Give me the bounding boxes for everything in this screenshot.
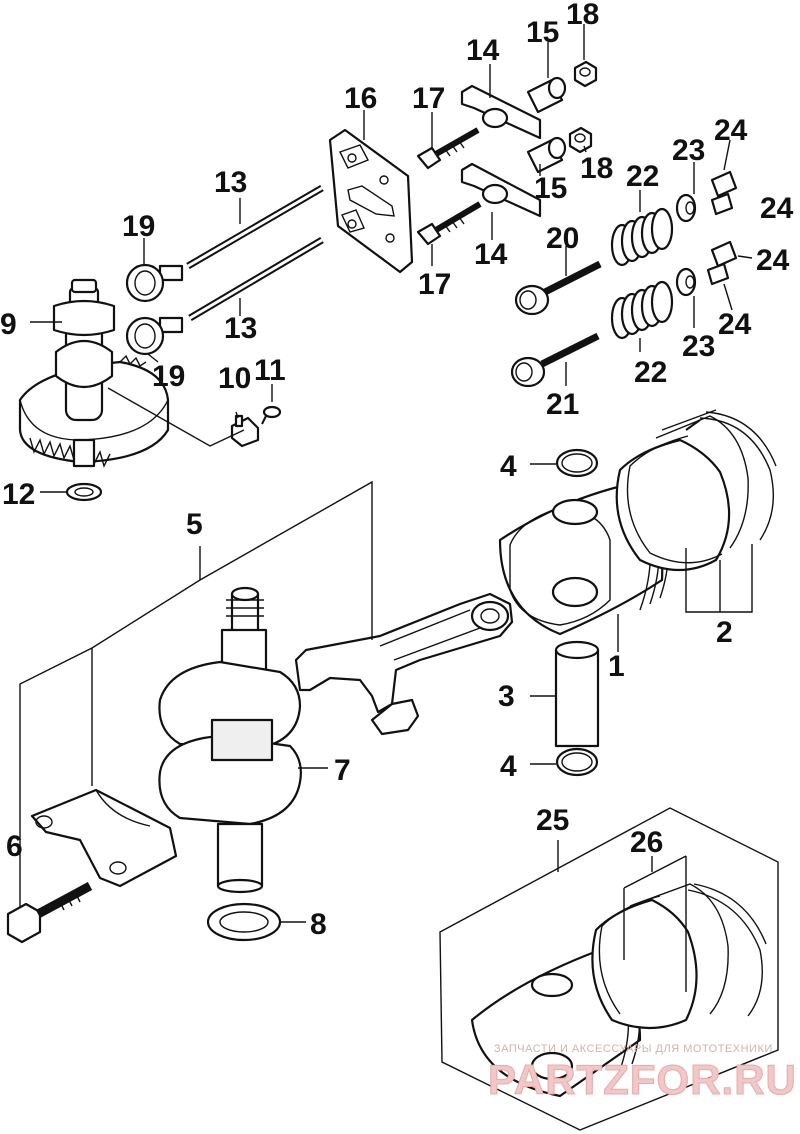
callout-18-lower: 18 bbox=[580, 152, 613, 185]
callout-4-lower: 4 bbox=[500, 750, 517, 783]
callout-20: 20 bbox=[546, 222, 579, 255]
camshaft-assembly bbox=[18, 278, 170, 468]
callout-13-upper: 13 bbox=[214, 166, 247, 199]
callout-12: 12 bbox=[2, 478, 35, 511]
valve-spring-upper bbox=[610, 207, 674, 267]
callout-19-lower: 19 bbox=[152, 360, 185, 393]
connecting-rod bbox=[294, 592, 514, 736]
callout-15-lower: 15 bbox=[534, 172, 567, 205]
callout-15-upper: 15 bbox=[526, 16, 559, 49]
piston-pin bbox=[554, 640, 600, 748]
callout-16: 16 bbox=[344, 82, 377, 115]
rocker-nut-lower bbox=[568, 126, 593, 154]
valve-collet-lower bbox=[706, 240, 738, 286]
rocker-plate bbox=[328, 128, 414, 274]
callout-24-b: 24 bbox=[760, 192, 794, 225]
rod-bolt bbox=[6, 882, 93, 944]
callout-23-lower: 23 bbox=[682, 330, 715, 363]
tappet-upper bbox=[125, 263, 184, 303]
callout-3: 3 bbox=[498, 680, 515, 713]
callout-6: 6 bbox=[6, 830, 23, 863]
watermark-tagline: ЗАПЧАСТИ И АКСЕССУАРЫ ДЛЯ МОТОТЕХНИКИ bbox=[494, 1043, 773, 1055]
valve-intake bbox=[514, 260, 602, 316]
valve-collet-upper bbox=[710, 170, 738, 216]
callout-14-lower: 14 bbox=[474, 238, 508, 271]
spring-retainer-upper bbox=[675, 193, 697, 223]
rocker-pivot-lower bbox=[526, 136, 567, 174]
crankshaft-washer bbox=[206, 902, 282, 942]
push-rod-upper bbox=[186, 184, 324, 270]
tappet-lower bbox=[125, 316, 184, 356]
callout-10: 10 bbox=[218, 362, 251, 395]
piston-pin-clip-lower bbox=[555, 747, 599, 777]
callout-19-upper: 19 bbox=[122, 210, 155, 243]
callout-21: 21 bbox=[546, 388, 579, 421]
callout-9: 9 bbox=[0, 308, 17, 341]
camshaft-washer bbox=[65, 482, 103, 502]
callout-11: 11 bbox=[254, 354, 286, 387]
leader-lines bbox=[19, 24, 753, 992]
rocker-nut-upper bbox=[573, 60, 598, 88]
rocker-pivot-upper bbox=[526, 76, 567, 114]
callout-4-upper: 4 bbox=[500, 450, 517, 483]
callout-13-lower: 13 bbox=[224, 312, 257, 345]
callout-7: 7 bbox=[334, 754, 351, 787]
breather-clip bbox=[230, 414, 260, 448]
clip-screw bbox=[261, 405, 282, 425]
callout-8: 8 bbox=[310, 908, 327, 941]
callout-2: 2 bbox=[716, 616, 733, 649]
callout-17-lower: 17 bbox=[418, 268, 451, 301]
callout-22-upper: 22 bbox=[626, 160, 659, 193]
rocker-arm-upper bbox=[460, 84, 542, 140]
rocker-arm-lower bbox=[460, 162, 542, 218]
watermark-brand: PARTZFOR.RU bbox=[488, 1056, 797, 1103]
callout-1: 1 bbox=[608, 650, 625, 683]
piston-pin-clip-upper bbox=[555, 448, 599, 478]
service-kit-ring-set bbox=[591, 883, 767, 1030]
rocker-stud-upper bbox=[416, 127, 480, 170]
callout-24-d: 24 bbox=[718, 308, 752, 341]
spring-retainer-lower bbox=[675, 267, 697, 297]
valve-spring-lower bbox=[610, 280, 674, 340]
callout-23-upper: 23 bbox=[672, 134, 705, 167]
callout-18-upper: 18 bbox=[566, 0, 599, 31]
callout-24-a: 24 bbox=[714, 114, 748, 147]
rocker-stud-lower bbox=[416, 201, 482, 246]
service-kit-frame bbox=[439, 807, 779, 1131]
callout-14-upper: 14 bbox=[466, 34, 500, 67]
callout-26: 26 bbox=[630, 826, 663, 859]
callout-5: 5 bbox=[186, 508, 203, 541]
connecting-rod-cap bbox=[30, 788, 178, 888]
callout-25: 25 bbox=[536, 804, 569, 837]
callout-17-upper: 17 bbox=[412, 82, 445, 115]
crankshaft bbox=[158, 586, 302, 894]
push-rod-lower bbox=[188, 236, 324, 322]
valve-exhaust bbox=[510, 332, 600, 388]
callout-22-lower: 22 bbox=[634, 356, 667, 389]
callout-24-c: 24 bbox=[756, 244, 790, 277]
